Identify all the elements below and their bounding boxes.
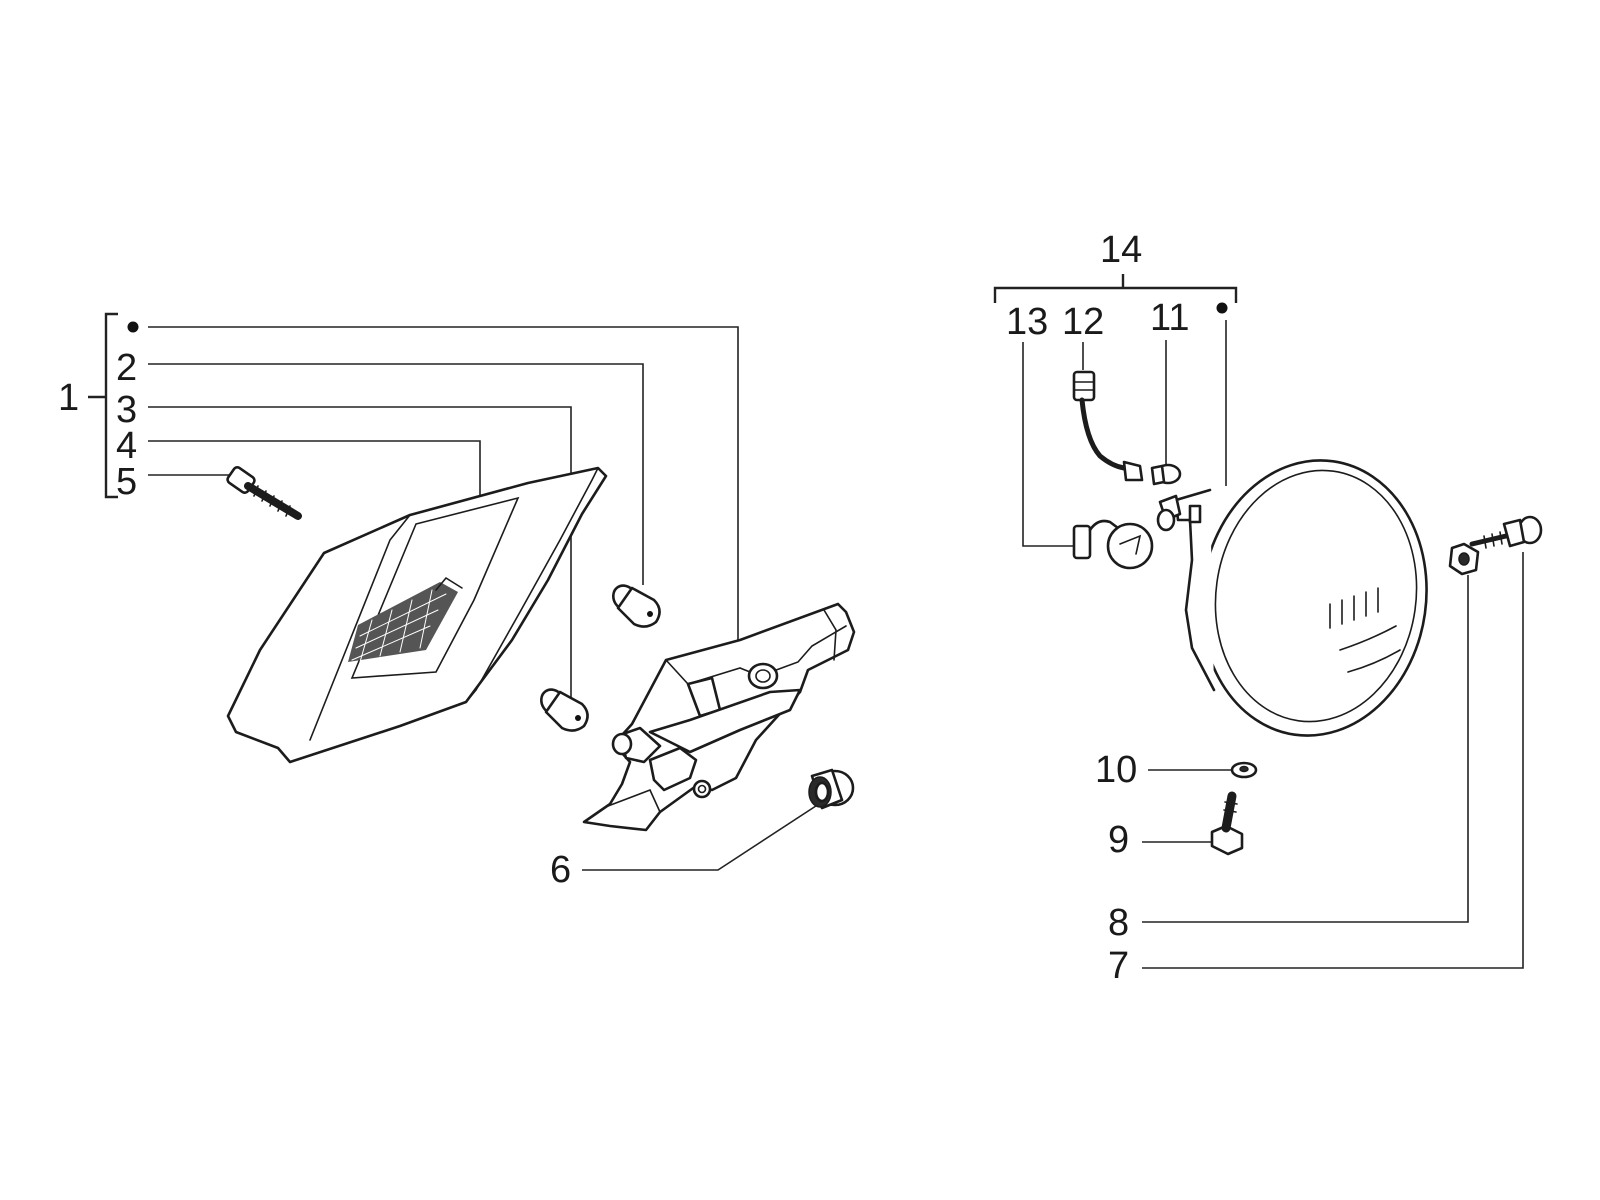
- small-bulb-part-11: [1150, 463, 1182, 486]
- callout-2: 2: [116, 347, 137, 389]
- callout-1: 1: [58, 377, 79, 419]
- headlight-bulb-part-13: [1072, 519, 1154, 570]
- callout-8: 8: [1108, 902, 1129, 944]
- tail-light-lens-part-4: [226, 466, 608, 764]
- callout-6: 6: [550, 849, 571, 891]
- headlight-unit: [1156, 459, 1428, 737]
- callout-9: 9: [1108, 819, 1129, 861]
- tail-light-housing-part-1: [582, 602, 856, 832]
- bolt-part-9: [1210, 791, 1244, 856]
- callout-5: 5: [116, 461, 137, 503]
- callout-14: 14: [1100, 229, 1142, 271]
- nut-part-8: [1448, 542, 1480, 576]
- grommet-part-6: [808, 768, 855, 810]
- group-14-bracket: [993, 274, 1238, 303]
- bulb-part-3: [540, 688, 589, 732]
- leader-lines-right: [1022, 320, 1524, 969]
- callout-12: 12: [1062, 301, 1104, 343]
- callout-13: 13: [1006, 301, 1048, 343]
- socket-wire-part-12: [1072, 370, 1144, 482]
- bullet-marker-right: [1216, 302, 1228, 314]
- bulb-part-2: [612, 584, 661, 628]
- callout-4: 4: [116, 425, 137, 467]
- bullet-marker-left: [127, 321, 139, 333]
- screw-part-7: [1469, 515, 1543, 549]
- callout-3: 3: [116, 389, 137, 431]
- washer-part-10: [1230, 761, 1258, 779]
- callout-11: 11: [1150, 297, 1189, 339]
- leader-lines-left: [148, 326, 823, 871]
- callout-10: 10: [1095, 749, 1137, 791]
- group-1-bracket: [88, 312, 118, 499]
- screw-part-5: [226, 466, 302, 520]
- callout-7: 7: [1108, 945, 1129, 987]
